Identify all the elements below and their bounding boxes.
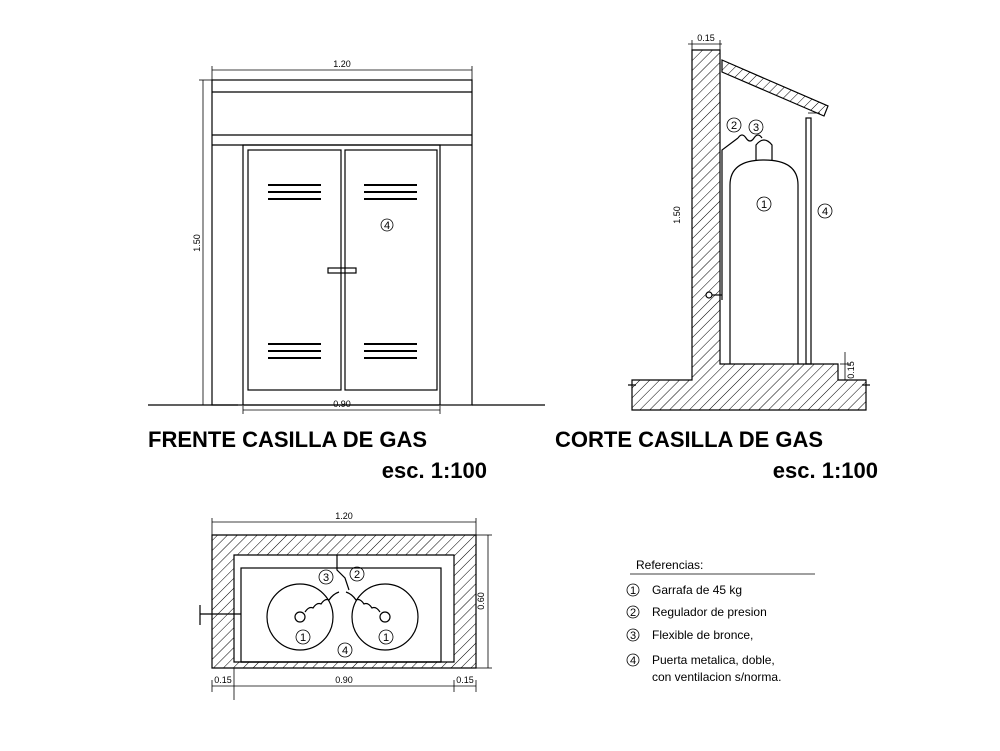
vent-bottom-left <box>268 343 321 359</box>
marker-1-circle <box>756 196 772 212</box>
dim-base-label: 0.15 <box>846 361 856 379</box>
ref-1-text: Garrafa de 45 kg <box>652 583 742 597</box>
ref-4-circle <box>626 653 640 667</box>
plan-view: 1 1 2 3 4 1.20 0.60 0.15 0.90 0.15 <box>199 511 492 700</box>
marker-4: 4 <box>822 206 828 218</box>
plan-marker-1a: 1 <box>300 632 306 644</box>
door-section <box>805 117 812 365</box>
plan-marker-4-circle <box>337 642 353 658</box>
marker-2: 2 <box>731 120 737 132</box>
hose-right <box>345 591 381 613</box>
section-view-title: CORTE CASILLA DE GAS <box>555 427 823 452</box>
hose-left <box>304 591 340 613</box>
gas-cylinder <box>729 159 799 364</box>
plan-dim-width: 1.20 <box>335 511 353 521</box>
plan-marker-4: 4 <box>342 645 348 657</box>
dim-wall-label: 0.15 <box>697 33 715 43</box>
vent-bottom-right <box>364 343 417 359</box>
marker-1: 1 <box>761 199 767 211</box>
ref-2-num: 2 <box>630 607 636 619</box>
wall-and-slab <box>631 49 867 411</box>
plan-dim-depth: 0.60 <box>476 592 486 610</box>
ref-1-num: 1 <box>630 585 636 597</box>
vent-top-left <box>268 184 321 200</box>
gas-pipe <box>721 137 739 300</box>
cylinder-valve <box>755 139 773 160</box>
ref-2-circle <box>626 605 640 619</box>
plan-dim-right: 0.15 <box>456 675 474 685</box>
section-view: 1 2 3 4 0.15 1.50 0.15 CORTE CASILLA DE … <box>555 33 878 483</box>
plan-marker-1b-circle <box>378 629 394 645</box>
ref-4-text-line2: con ventilacion s/norma. <box>652 670 781 684</box>
cabinet-outline <box>211 79 473 406</box>
vent-top-right <box>364 184 417 200</box>
marker-3-circle <box>748 119 764 135</box>
references-legend: Referencias: 1 Garrafa de 45 kg 2 Regula… <box>626 558 815 684</box>
references-heading: Referencias: <box>636 558 703 572</box>
plan-marker-3: 3 <box>323 572 329 584</box>
door-handle <box>327 267 357 274</box>
ref-4-num: 4 <box>630 655 636 667</box>
ref-4-text: Puerta metalica, doble, <box>652 653 775 667</box>
ref-1-circle <box>626 583 640 597</box>
ref-2-text: Regulador de presion <box>652 605 767 619</box>
section-view-scale: esc. 1:100 <box>773 458 878 483</box>
front-view: 4 1.20 1.50 0.90 FRENTE CASILLA DE GAS e… <box>148 59 545 483</box>
flex-hose <box>737 134 763 142</box>
front-view-scale: esc. 1:100 <box>382 458 487 483</box>
plan-marker-2-circle <box>349 566 365 582</box>
plan-dim-middle: 0.90 <box>335 675 353 685</box>
dim-height-label: 1.50 <box>672 206 682 224</box>
marker-circle <box>380 218 394 232</box>
plan-regulator <box>336 555 350 591</box>
ref-3-num: 3 <box>630 630 636 642</box>
cylinder-right <box>351 583 419 651</box>
door-leaf-right <box>344 149 438 391</box>
marker-label: 4 <box>384 220 390 232</box>
marker-3: 3 <box>753 122 759 134</box>
plan-marker-1a-circle <box>295 629 311 645</box>
door-frame <box>242 144 441 406</box>
dim-door-label: 0.90 <box>333 399 351 409</box>
roof-slab <box>721 59 829 117</box>
dim-width-label: 1.20 <box>333 59 351 69</box>
front-view-title: FRENTE CASILLA DE GAS <box>148 427 427 452</box>
cylinder-left <box>266 583 334 651</box>
door-leaf-left <box>247 149 342 391</box>
dim-height-label: 1.50 <box>192 234 202 252</box>
plan-marker-1b: 1 <box>383 632 389 644</box>
marker-2-circle <box>726 117 742 133</box>
marker-4-circle <box>817 203 833 219</box>
plan-dim-left: 0.15 <box>214 675 232 685</box>
ref-3-circle <box>626 628 640 642</box>
ref-3-text: Flexible de bronce, <box>652 628 753 642</box>
plan-marker-3-circle <box>318 569 334 585</box>
plan-marker-2: 2 <box>354 569 360 581</box>
